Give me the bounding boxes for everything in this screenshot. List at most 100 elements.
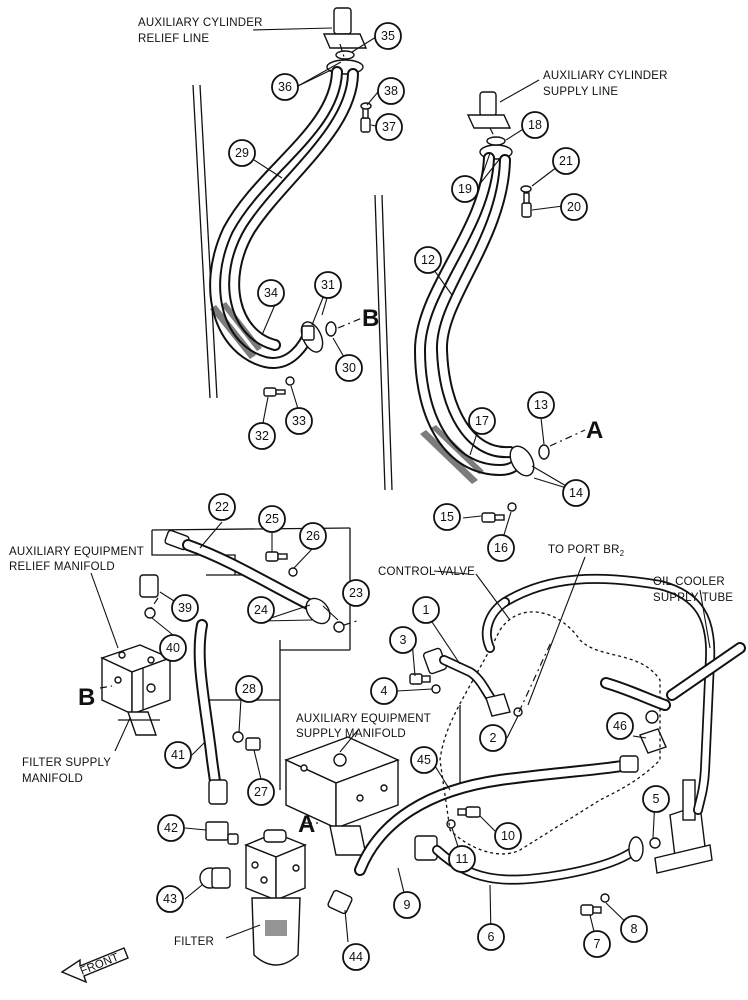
label-aux-equip-relief-manifold-2: RELIEF MANIFOLD (9, 561, 115, 573)
callout-19: 19 (451, 175, 479, 203)
callout-43: 43 (156, 885, 184, 913)
callout-14: 14 (562, 479, 590, 507)
svg-text:28: 28 (242, 682, 256, 696)
hose-45-tube-6 (354, 710, 713, 916)
svg-text:34: 34 (264, 286, 278, 300)
svg-text:23: 23 (349, 586, 363, 600)
svg-text:16: 16 (494, 541, 508, 555)
callout-8: 8 (620, 915, 648, 943)
callout-33: 33 (285, 407, 313, 435)
callout-41: 41 (164, 741, 192, 769)
svg-text:27: 27 (254, 785, 268, 799)
callout-31: 31 (314, 271, 342, 299)
svg-text:31: 31 (321, 278, 335, 292)
label-filter-supply-manifold-1: FILTER SUPPLY (22, 757, 111, 769)
label-aux-cyl-relief-line-1: AUXILIARY CYLINDER (138, 17, 263, 29)
callout-38: 38 (377, 77, 405, 105)
svg-text:6: 6 (488, 930, 495, 944)
label-filter-supply-manifold-2: MANIFOLD (22, 773, 83, 785)
callout-12: 12 (414, 246, 442, 274)
svg-text:41: 41 (171, 748, 185, 762)
svg-text:35: 35 (381, 29, 395, 43)
svg-text:21: 21 (559, 154, 573, 168)
svg-text:45: 45 (417, 753, 431, 767)
svg-text:40: 40 (166, 641, 180, 655)
callout-3: 3 (389, 626, 417, 654)
svg-text:10: 10 (501, 829, 515, 843)
svg-text:33: 33 (292, 414, 306, 428)
callout-29: 29 (228, 139, 256, 167)
leader-lines (90, 27, 711, 945)
hose-22-assembly (164, 529, 345, 633)
callout-4: 4 (370, 677, 398, 705)
svg-text:11: 11 (456, 852, 469, 866)
svg-text:12: 12 (421, 253, 435, 267)
supply-manifold-assembly (284, 736, 400, 856)
callout-23: 23 (342, 579, 370, 607)
callout-21: 21 (552, 147, 580, 175)
svg-text:9: 9 (404, 898, 411, 912)
callout-24: 24 (247, 596, 275, 624)
callout-32: 32 (248, 422, 276, 450)
svg-text:3: 3 (400, 633, 407, 647)
callout-16: 16 (487, 534, 515, 562)
control-valve-area (409, 573, 746, 855)
callout-34: 34 (257, 279, 285, 307)
svg-text:36: 36 (278, 80, 292, 94)
front-arrow: FRONT (60, 947, 129, 984)
label-aux-cyl-relief-line-2: RELIEF LINE (138, 33, 209, 45)
label-aux-cyl-supply-line-1: AUXILIARY CYLINDER (543, 70, 668, 82)
svg-text:39: 39 (178, 601, 192, 615)
callout-9: 9 (393, 891, 421, 919)
label-filter: FILTER (174, 936, 214, 948)
callout-45: 45 (410, 746, 438, 774)
svg-text:24: 24 (254, 603, 268, 617)
callout-17: 17 (468, 407, 496, 435)
ref-letter-b-upper: B (362, 305, 379, 332)
callout-5: 5 (642, 785, 670, 813)
svg-text:8: 8 (631, 922, 638, 936)
ref-letter-b-lower: B (78, 684, 95, 711)
callout-36: 36 (271, 73, 299, 101)
svg-text:42: 42 (164, 821, 178, 835)
callout-37: 37 (375, 113, 403, 141)
svg-text:25: 25 (265, 512, 279, 526)
label-aux-equip-supply-manifold-2: SUPPLY MANIFOLD (296, 728, 406, 740)
svg-text:15: 15 (440, 510, 454, 524)
callout-39: 39 (171, 594, 199, 622)
svg-text:38: 38 (384, 84, 398, 98)
label-aux-equip-supply-manifold-1: AUXILIARY EQUIPMENT (296, 713, 431, 725)
svg-text:7: 7 (594, 937, 601, 951)
callout-28: 28 (235, 675, 263, 703)
label-to-port-br2: TO PORT BR2 (548, 544, 625, 558)
relief-line-assembly (209, 7, 372, 397)
svg-text:14: 14 (569, 486, 583, 500)
ref-letter-a-upper: A (586, 417, 603, 444)
svg-text:43: 43 (163, 892, 177, 906)
frame-lines (151, 84, 461, 790)
callout-20: 20 (560, 193, 588, 221)
label-oil-cooler-supply-tube-2: SUPPLY TUBE (653, 592, 733, 604)
front-label: FRONT (79, 951, 121, 977)
svg-text:30: 30 (342, 361, 356, 375)
callout-10: 10 (494, 822, 522, 850)
callout-1: 1 (412, 596, 440, 624)
callout-40: 40 (159, 634, 187, 662)
callout-18: 18 (521, 111, 549, 139)
callouts: 35 36 38 37 29 34 31 30 33 32 18 19 21 2… (156, 22, 670, 971)
callout-26: 26 (299, 522, 327, 550)
callout-7: 7 (583, 930, 611, 958)
callout-30: 30 (335, 354, 363, 382)
callout-46: 46 (606, 712, 634, 740)
svg-text:13: 13 (534, 398, 548, 412)
svg-text:44: 44 (349, 950, 363, 964)
svg-text:20: 20 (567, 200, 581, 214)
label-aux-equip-relief-manifold-1: AUXILIARY EQUIPMENT (9, 546, 144, 558)
svg-text:1: 1 (423, 603, 430, 617)
callout-11: 11 (448, 845, 476, 873)
svg-text:22: 22 (215, 500, 229, 514)
callout-35: 35 (374, 22, 402, 50)
svg-text:17: 17 (475, 414, 489, 428)
callout-27: 27 (247, 778, 275, 806)
